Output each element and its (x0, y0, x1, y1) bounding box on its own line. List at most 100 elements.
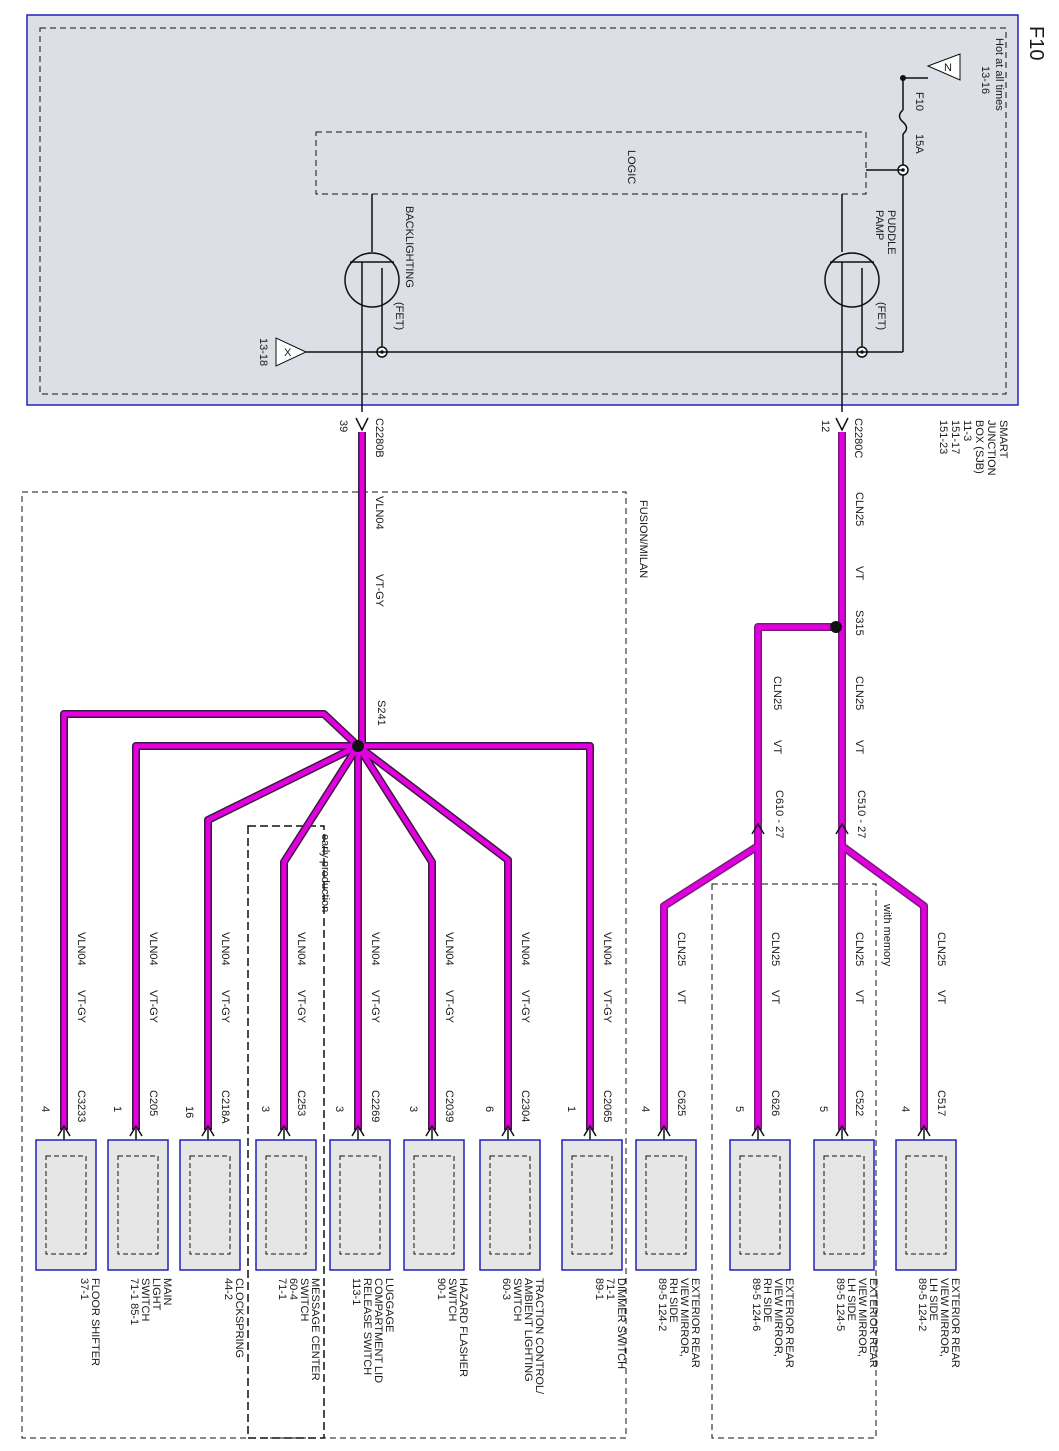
component-inner (413, 1155, 455, 1255)
pin-number: 1 (111, 1106, 123, 1112)
cln25-color-main: VT (853, 566, 865, 580)
component-label: LH SIDE (927, 1278, 939, 1321)
c510-label: C510 - 27 (855, 790, 867, 838)
wire-color-label: VT-GY (519, 990, 531, 1024)
component-label: 71-1 85-1 (128, 1278, 140, 1325)
component-label: 89-5 124-2 (916, 1278, 928, 1331)
wire-color-label: VT (675, 990, 687, 1004)
pin-number: 4 (639, 1106, 651, 1112)
backlight-label: BACKLIGHTING (403, 206, 415, 288)
component-label: COMPARTMENT LID (372, 1278, 384, 1383)
wire-color-label: VT-GY (443, 990, 455, 1024)
component-inner (739, 1155, 781, 1255)
cln25-wires (660, 432, 928, 1130)
component-label: EXTERIOR REAR (949, 1278, 961, 1368)
fuse-symbol (898, 109, 908, 135)
sjb-inner-dashed (39, 27, 1007, 395)
component-label: RH SIDE (667, 1278, 679, 1323)
component-label: 89-5 124-6 (750, 1278, 762, 1331)
component-box (479, 1139, 541, 1271)
sjb-box (26, 14, 1019, 406)
connector-arrow (129, 1124, 143, 1137)
component-label: 89-5 124-5 (834, 1278, 846, 1331)
component-inner (265, 1155, 307, 1255)
vln04-color-main: VT-GY (373, 574, 385, 608)
connector-arrow (583, 1124, 597, 1137)
fuse-rating: 15A (913, 134, 925, 154)
connector-id: C3233 (75, 1090, 87, 1122)
wire-color-label: VT (853, 990, 865, 1004)
component-label: MAIN (161, 1278, 173, 1306)
component-box (729, 1139, 791, 1271)
component-label: MESSAGE CENTER (309, 1278, 321, 1381)
component-box (329, 1139, 391, 1271)
wire-circuit-label: CLN25 (675, 932, 687, 966)
with-memory-region (711, 883, 877, 1439)
backlight-fet-label: (FET) (393, 302, 405, 330)
component-label: TRACTION CONTROL/ (533, 1278, 545, 1395)
component-inner (571, 1155, 613, 1255)
component-label: EXTERIOR REAR (783, 1278, 795, 1368)
component-label: LH SIDE (845, 1278, 857, 1321)
connector-arrow (657, 1124, 671, 1137)
connector-arrow (351, 1124, 365, 1137)
conn-c2280b: C2280B (373, 418, 385, 458)
hot-ref: 13-16 (979, 66, 991, 94)
component-label: SWITCH (298, 1278, 310, 1321)
wire-circuit-label: VLN04 (519, 932, 531, 966)
wire-color-label: VT-GY (369, 990, 381, 1024)
component-label: 60-3 (500, 1278, 512, 1300)
pin-number: 4 (899, 1106, 911, 1112)
pin-c2280b: 39 (337, 420, 349, 432)
s241-label: S241 (375, 700, 387, 726)
pin-number: 5 (733, 1106, 745, 1112)
component-box (895, 1139, 957, 1271)
hot-label: Hot at all times (993, 38, 1005, 111)
pin-c2280c: 12 (819, 420, 831, 432)
connector-id: C2304 (519, 1090, 531, 1122)
connector-id: C517 (935, 1090, 947, 1116)
cln25-label-branch: CLN25 (771, 676, 783, 710)
component-label: EXTERIOR REAR (689, 1278, 701, 1368)
component-label: SWITCH (139, 1278, 151, 1321)
connector-arrow (57, 1124, 71, 1137)
page-label: F10 (1025, 26, 1047, 60)
backlight-fet-symbol (344, 252, 400, 308)
component-label: HAZARD FLASHER (457, 1278, 469, 1377)
conn-c2280c: C2280C (852, 418, 864, 458)
component-inner (339, 1155, 381, 1255)
connector-arrow (917, 1124, 931, 1137)
component-label: AMBIENT LIGHTING (522, 1278, 534, 1382)
connector-id: C625 (675, 1090, 687, 1116)
connector-id: C626 (769, 1090, 781, 1116)
connector-arrow (277, 1124, 291, 1137)
component-label: RELEASE SWITCH (361, 1278, 373, 1375)
pin-number: 6 (483, 1106, 495, 1112)
wire-color-label: VT-GY (75, 990, 87, 1024)
wire-color-label: VT-GY (147, 990, 159, 1024)
pin-number: 4 (39, 1106, 51, 1112)
component-label: SWITCH (511, 1278, 523, 1321)
fuse-name: F10 (913, 92, 925, 111)
component-label: 60-4 (287, 1278, 299, 1300)
svg-text:SMART: SMART (997, 420, 1009, 459)
hot-triangle (926, 53, 961, 81)
component-label: CLOCKSPRING (233, 1278, 245, 1358)
svg-text:BOX (SJB): BOX (SJB) (973, 420, 985, 474)
component-label: 89-1 (593, 1278, 605, 1300)
logic-label: LOGIC (625, 150, 637, 184)
connector-id: C2269 (369, 1090, 381, 1122)
component-inner (645, 1155, 687, 1255)
component-box (561, 1139, 623, 1271)
connector-id: C522 (853, 1090, 865, 1116)
wire-color-label: VT (935, 990, 947, 1004)
ground-ref: 13-18 (257, 338, 269, 366)
c610-label: C610 - 27 (773, 790, 785, 838)
svg-text:JUNCTION: JUNCTION (985, 420, 997, 476)
s315-label: S315 (853, 610, 865, 636)
puddle-label-2: PAMP (873, 210, 885, 240)
cln25-color-branch: VT (771, 740, 783, 754)
ground-triangle (275, 337, 308, 367)
component-label: LUGGAGE (383, 1278, 395, 1332)
